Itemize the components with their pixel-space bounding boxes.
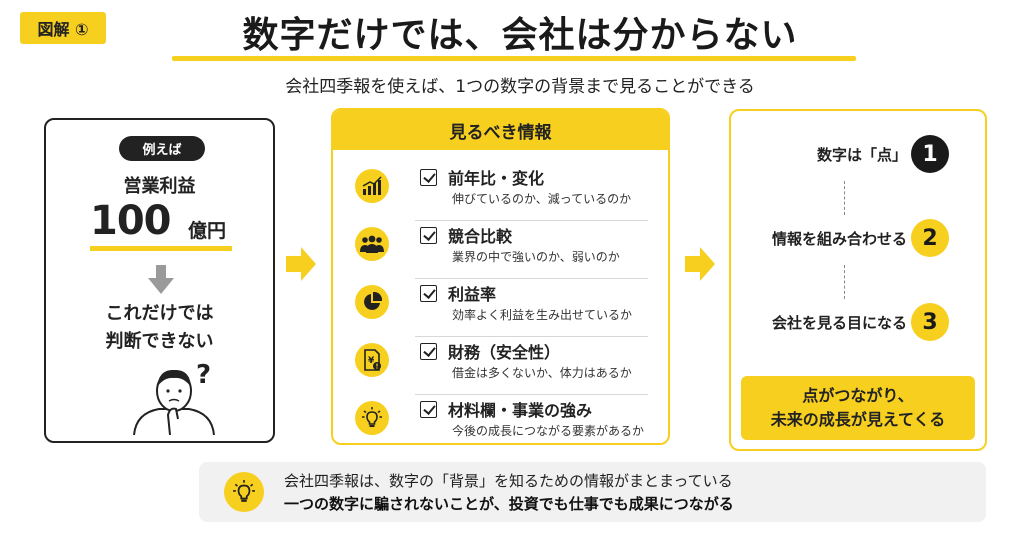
lightbulb-icon bbox=[224, 472, 264, 512]
check-icon bbox=[420, 343, 437, 360]
divider bbox=[415, 394, 648, 395]
dotted-connector bbox=[844, 181, 846, 215]
divider bbox=[415, 220, 648, 221]
step-label: 会社を見る目になる bbox=[771, 314, 907, 332]
growth-chart-icon bbox=[355, 169, 389, 203]
info-item: 前年比・変化 伸びているのか、減っているのか bbox=[333, 163, 668, 221]
example-panel: 例えば 営業利益 100 億円 これだけでは 判断できない ? bbox=[44, 118, 275, 443]
example-pill: 例えば bbox=[119, 136, 205, 161]
check-icon bbox=[420, 169, 437, 186]
dotted-connector bbox=[844, 265, 846, 299]
lightbulb-icon bbox=[355, 401, 389, 435]
info-panel-header: 見るべき情報 bbox=[333, 110, 668, 150]
item-title: 競合比較 bbox=[448, 227, 513, 246]
item-title: 利益率 bbox=[448, 285, 497, 304]
right-arrow-icon bbox=[286, 247, 316, 281]
conclusion-line-1: 点がつながり、 bbox=[802, 386, 914, 405]
check-icon bbox=[420, 227, 437, 244]
yen-document-icon: ¥ bbox=[355, 343, 389, 377]
item-desc: 借金は多くないか、体力はあるか bbox=[452, 366, 632, 380]
info-panel: 見るべき情報 前年比・変化 伸びているのか、減っているのか bbox=[331, 108, 670, 445]
item-desc: 伸びているのか、減っているのか bbox=[452, 192, 632, 206]
step-number: 2 bbox=[911, 219, 949, 257]
step-label: 数字は「点」 bbox=[816, 146, 907, 164]
item-title: 材料欄・事業の強み bbox=[448, 401, 593, 420]
metric-label: 営業利益 bbox=[123, 176, 196, 197]
confused-person-icon bbox=[133, 369, 215, 435]
metric-value: 100 bbox=[90, 198, 171, 244]
title-underline bbox=[172, 56, 856, 61]
item-title: 前年比・変化 bbox=[448, 169, 545, 188]
summary-line-2: 一つの数字に騙されないことが、投資でも仕事でも成果につながる bbox=[284, 495, 734, 513]
svg-text:¥: ¥ bbox=[368, 356, 375, 366]
divider bbox=[415, 278, 648, 279]
conclusion-line-2: 未来の成長が見えてくる bbox=[770, 410, 946, 429]
step-number: 1 bbox=[911, 135, 949, 173]
figure-badge: 図解 ① bbox=[20, 12, 106, 44]
question-mark: ? bbox=[196, 360, 212, 390]
down-arrow-icon bbox=[148, 265, 174, 294]
right-arrow-icon bbox=[685, 247, 715, 281]
people-group-icon bbox=[355, 227, 389, 261]
item-desc: 今後の成長につながる要素があるか bbox=[452, 424, 645, 438]
info-item: 競合比較 業界の中で強いのか、弱いのか bbox=[333, 221, 668, 279]
check-icon bbox=[420, 285, 437, 302]
info-item: 利益率 効率よく利益を生み出せているか bbox=[333, 279, 668, 337]
summary-line-1: 会社四季報は、数字の「背景」を知るための情報がまとまっている bbox=[284, 472, 733, 490]
metric-unit: 億円 bbox=[188, 220, 227, 242]
pie-chart-icon bbox=[355, 285, 389, 319]
cannot-judge-note: これだけでは 判断できない bbox=[46, 300, 273, 356]
metric-underline bbox=[90, 246, 232, 251]
conclusion-box: 点がつながり、 未来の成長が見えてくる bbox=[741, 376, 975, 440]
step-3: 会社を見る目になる 3 bbox=[731, 303, 985, 343]
page-title: 数字だけでは、会社は分からない bbox=[242, 15, 798, 56]
info-item: ¥ 財務（安全性） 借金は多くないか、体力はあるか bbox=[333, 337, 668, 395]
step-2: 情報を組み合わせる 2 bbox=[731, 219, 985, 259]
check-icon bbox=[420, 401, 437, 418]
divider bbox=[415, 336, 648, 337]
metric-value-group: 100 億円 bbox=[90, 198, 232, 246]
item-desc: 業界の中で強いのか、弱いのか bbox=[452, 250, 620, 264]
step-1: 数字は「点」 1 bbox=[731, 135, 985, 175]
item-title: 財務（安全性） bbox=[448, 343, 561, 362]
info-item: 材料欄・事業の強み 今後の成長につながる要素があるか bbox=[333, 395, 668, 443]
steps-panel: 数字は「点」 1 情報を組み合わせる 2 会社を見る目になる 3 点がつながり、… bbox=[729, 109, 987, 451]
note-line-2: 判断できない bbox=[105, 331, 214, 352]
item-desc: 効率よく利益を生み出せているか bbox=[452, 308, 633, 322]
step-number: 3 bbox=[911, 303, 949, 341]
page-subtitle: 会社四季報を使えば、1つの数字の背景まで見ることができる bbox=[285, 77, 755, 97]
step-label: 情報を組み合わせる bbox=[771, 230, 907, 248]
summary-box: 会社四季報は、数字の「背景」を知るための情報がまとまっている 一つの数字に騙され… bbox=[199, 462, 986, 522]
note-line-1: これだけでは bbox=[105, 303, 214, 324]
